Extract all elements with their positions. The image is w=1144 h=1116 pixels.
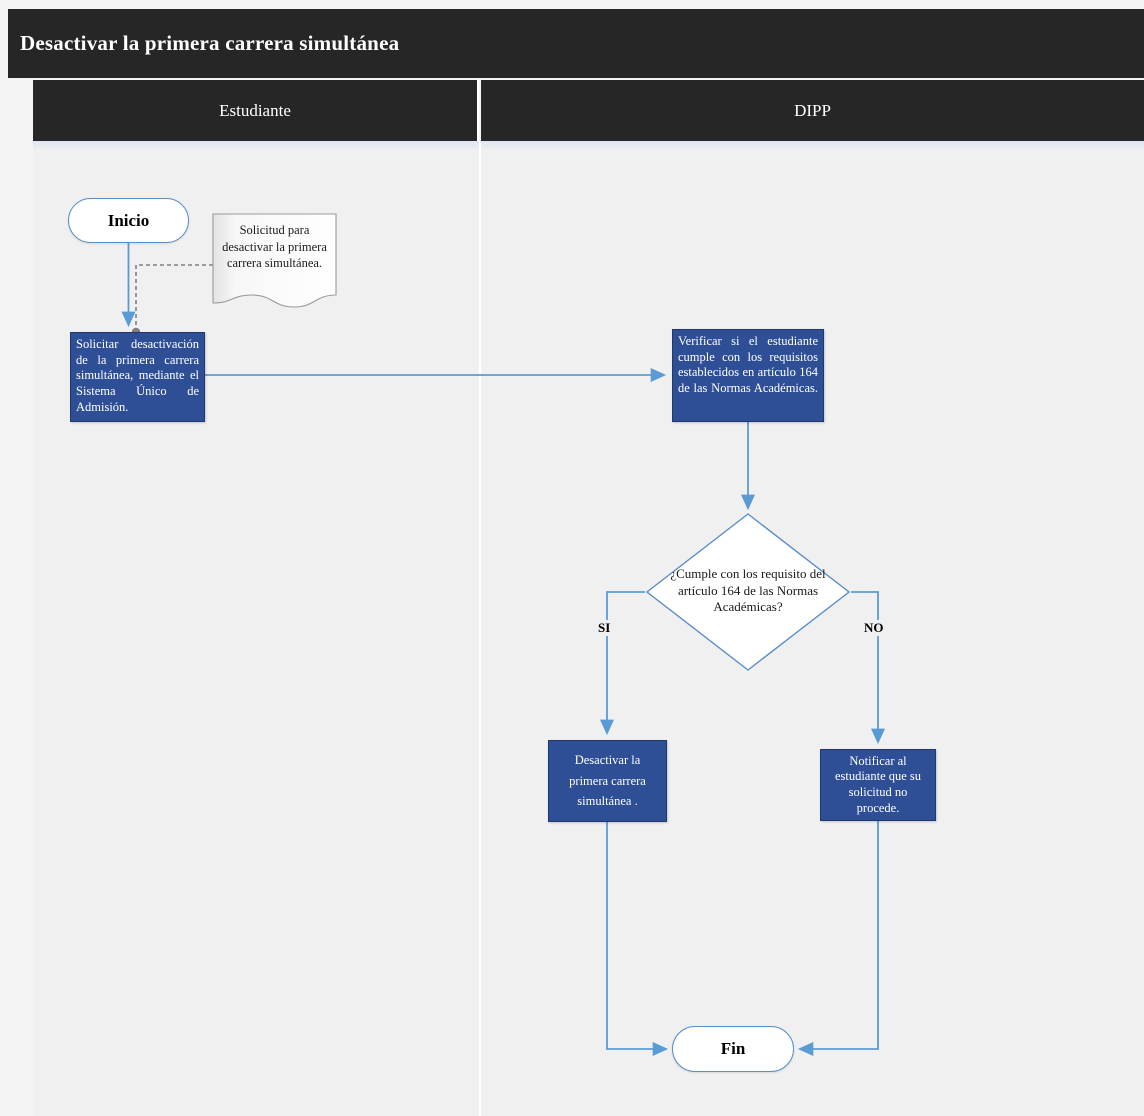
diamond-shape-icon: [645, 513, 851, 671]
node-fin-label: Fin: [720, 1039, 746, 1058]
document-title-bar: Desactivar la primera carrera simultánea: [8, 9, 1144, 78]
page-title: Desactivar la primera carrera simultánea: [20, 31, 400, 55]
node-inicio-label: Inicio: [107, 210, 150, 230]
node-verificar-requisitos-label: Verificar si el estudiante cumple con lo…: [678, 334, 818, 395]
node-solicitar-desactivacion-label: Solicitar desactivación de la primera ca…: [76, 337, 199, 414]
document-shape-icon: [212, 213, 337, 308]
lane-header-dipp-label: DIPP: [794, 100, 831, 120]
lane-header-estudiante: Estudiante: [33, 80, 479, 141]
lane-header-estudiante-label: Estudiante: [219, 100, 291, 120]
node-decision-cumple-requisitos[interactable]: ¿Cumple con los requisito del artículo 1…: [645, 512, 851, 672]
node-desactivar-carrera[interactable]: Desactivar la primera carrera simultánea…: [548, 740, 667, 822]
lane-header-dipp: DIPP: [481, 80, 1144, 141]
lane-body-estudiante: [33, 141, 479, 1116]
node-notificar-no-procede-label: Notificar al estudiante que su solicitud…: [834, 753, 922, 815]
node-inicio[interactable]: Inicio: [68, 198, 189, 243]
node-annotation-solicitud[interactable]: Solicitud para desactivar la primera car…: [212, 213, 337, 308]
lane-divider: [479, 141, 481, 1116]
branch-label-no: NO: [862, 620, 886, 636]
node-notificar-no-procede[interactable]: Notificar al estudiante que su solicitud…: [820, 749, 936, 821]
node-desactivar-carrera-label: Desactivar la primera carrera simultánea…: [569, 753, 646, 809]
node-verificar-requisitos[interactable]: Verificar si el estudiante cumple con lo…: [672, 329, 824, 422]
branch-label-si: SI: [596, 620, 613, 636]
node-decision-label: ¿Cumple con los requisito del artículo 1…: [670, 566, 826, 615]
node-solicitar-desactivacion[interactable]: Solicitar desactivación de la primera ca…: [70, 332, 205, 422]
node-fin[interactable]: Fin: [672, 1026, 794, 1072]
node-annotation-solicitud-label: Solicitud para desactivar la primera car…: [222, 223, 327, 270]
